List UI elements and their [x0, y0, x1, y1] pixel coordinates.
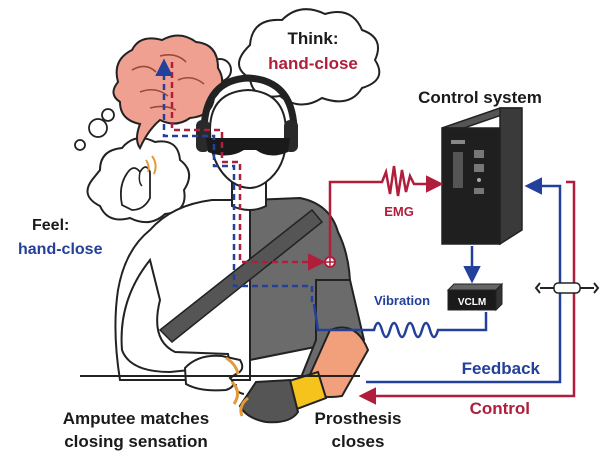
- vclm-label: VCLM: [458, 297, 486, 308]
- control-system-title: Control system: [418, 88, 542, 107]
- motion-arcs: [225, 356, 249, 417]
- control-path-dashed: [170, 62, 326, 271]
- control-label: Control: [470, 399, 530, 418]
- feedback-path-dashed: [155, 58, 314, 302]
- pinch-hand-icon: [119, 155, 157, 211]
- vclm-box: [446, 282, 504, 312]
- prosthesis-caption-line1: Prosthesis: [315, 409, 402, 428]
- cable-connector-icon: [534, 282, 600, 294]
- emg-signal: [328, 165, 444, 262]
- think-action: hand-close: [268, 54, 358, 73]
- feel-action: hand-close: [18, 241, 103, 258]
- vibration-signal: [312, 303, 488, 339]
- emg-label: EMG: [384, 204, 414, 219]
- amputee-caption-line2: closing sensation: [64, 432, 208, 451]
- prosthesis-caption-line2: closes: [332, 432, 385, 451]
- computer-tower-icon: [441, 107, 523, 246]
- feedback-label: Feedback: [462, 359, 541, 378]
- amputee-caption-line1: Amputee matches: [63, 409, 209, 428]
- person-figure: [114, 74, 370, 424]
- electrode-icon: [324, 256, 336, 268]
- feel-title: Feel:: [32, 217, 69, 234]
- vibration-label: Vibration: [374, 293, 430, 308]
- think-title: Think:: [288, 29, 339, 48]
